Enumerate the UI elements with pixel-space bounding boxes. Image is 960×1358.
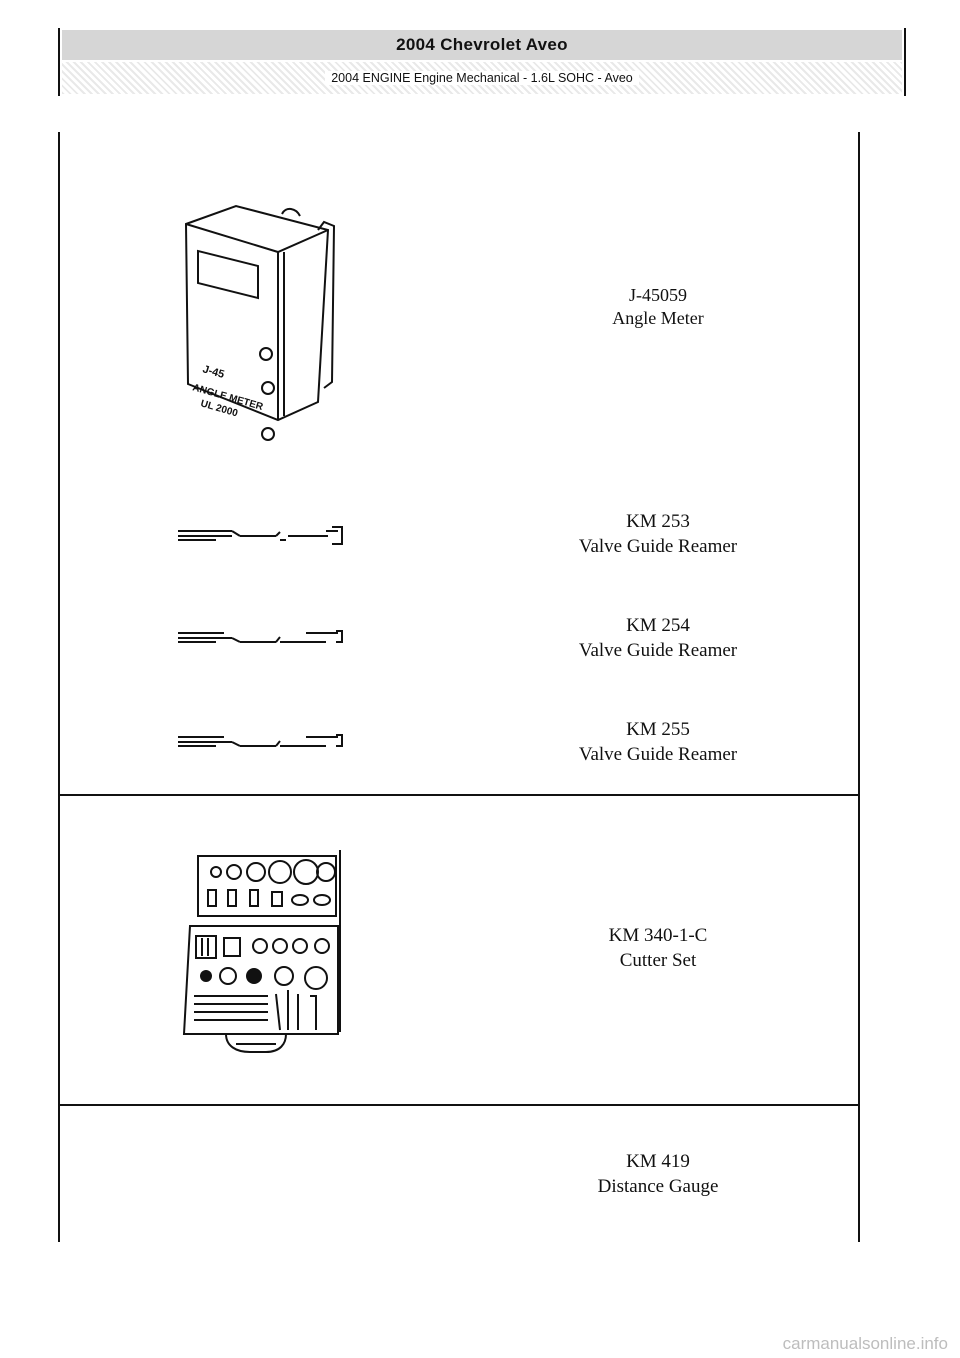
tool-name: Valve Guide Reamer <box>578 743 738 765</box>
special-tools-table: J-45 ANGLE METER UL 2000 J-45059 Angle M… <box>58 132 860 1242</box>
tool-number: KM 340-1-C <box>608 925 708 946</box>
tool-label-j45059: J-45059 Angle Meter <box>498 284 818 331</box>
tool-label-km-254: KM 254 Valve Guide Reamer <box>498 614 818 663</box>
reamer-illustration-km-253 <box>178 526 343 545</box>
header-subtitle-bar: 2004 ENGINE Engine Mechanical - 1.6L SOH… <box>62 62 902 94</box>
tool-number: KM 255 <box>626 719 690 740</box>
tool-number: J-45059 <box>629 285 687 305</box>
tool-label-km-253: KM 253 Valve Guide Reamer <box>498 510 818 559</box>
page-header: 2004 Chevrolet Aveo 2004 ENGINE Engine M… <box>58 28 906 96</box>
tool-label-km-255: KM 255 Valve Guide Reamer <box>498 718 818 767</box>
cutter-set-illustration <box>182 850 341 1053</box>
header-left-rule <box>58 28 60 96</box>
tool-name: Cutter Set <box>619 949 697 971</box>
reamer-illustration-km-255 <box>178 734 343 747</box>
tool-name: Angle Meter <box>612 308 704 329</box>
tool-name: Valve Guide Reamer <box>578 535 738 557</box>
illustration-text-1: J-45 <box>201 363 225 381</box>
table-right-border <box>858 132 860 1242</box>
tool-label-km-419: KM 419 Distance Gauge <box>498 1150 818 1199</box>
tool-label-km-340-1-c: KM 340-1-C Cutter Set <box>498 924 818 973</box>
angle-meter-illustration: J-45 ANGLE METER UL 2000 <box>184 204 336 441</box>
reamer-illustration-km-254 <box>178 630 343 643</box>
document-title: 2004 Chevrolet Aveo <box>396 35 568 54</box>
watermark: carmanualsonline.info <box>782 1334 948 1353</box>
header-right-rule <box>904 28 906 96</box>
tool-number: KM 254 <box>626 615 690 636</box>
row-divider-1 <box>58 794 860 796</box>
tool-name: Distance Gauge <box>597 1175 719 1197</box>
tool-name: Valve Guide Reamer <box>578 639 738 661</box>
document-subtitle: 2004 ENGINE Engine Mechanical - 1.6L SOH… <box>325 71 639 85</box>
header-title-bar: 2004 Chevrolet Aveo <box>62 30 902 60</box>
tool-number: KM 253 <box>626 511 690 532</box>
table-left-border <box>58 132 60 1242</box>
row-divider-2 <box>58 1104 860 1106</box>
tool-number: KM 419 <box>626 1151 690 1172</box>
